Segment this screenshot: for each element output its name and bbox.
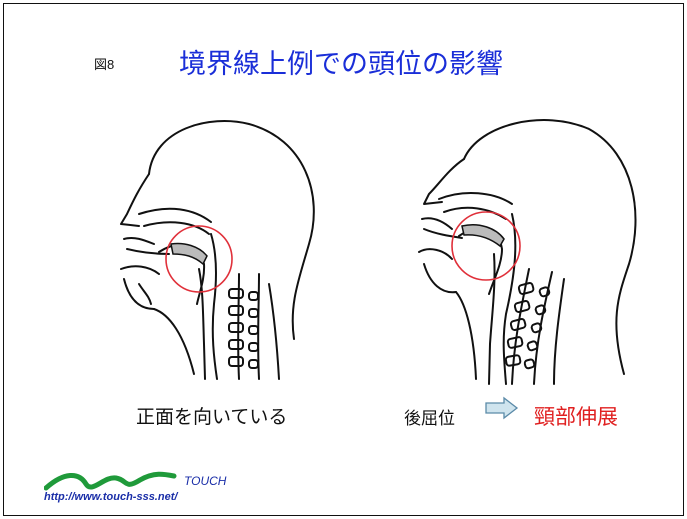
highlight-circle xyxy=(451,211,521,281)
caption-extension: 後屈位 xyxy=(404,409,455,429)
slide-title: 境界線上例での頭位の影響 xyxy=(179,49,503,80)
highlight-circle xyxy=(165,225,233,293)
head-extended-illustration xyxy=(418,119,637,385)
slide: 図8 境界線上例での頭位の影響 xyxy=(3,3,684,516)
figure-label: 図8 xyxy=(94,57,115,72)
caption-neutral: 正面を向いている xyxy=(136,406,288,428)
caption-neck-extension: 頸部伸展 xyxy=(534,405,618,429)
head-neutral-illustration xyxy=(120,120,315,380)
right-arrow-icon xyxy=(485,396,519,420)
touch-logo-icon xyxy=(44,471,177,491)
logo-brand-text: TOUCH xyxy=(184,474,227,488)
logo-url[interactable]: http://www.touch-sss.net/ xyxy=(44,491,178,503)
